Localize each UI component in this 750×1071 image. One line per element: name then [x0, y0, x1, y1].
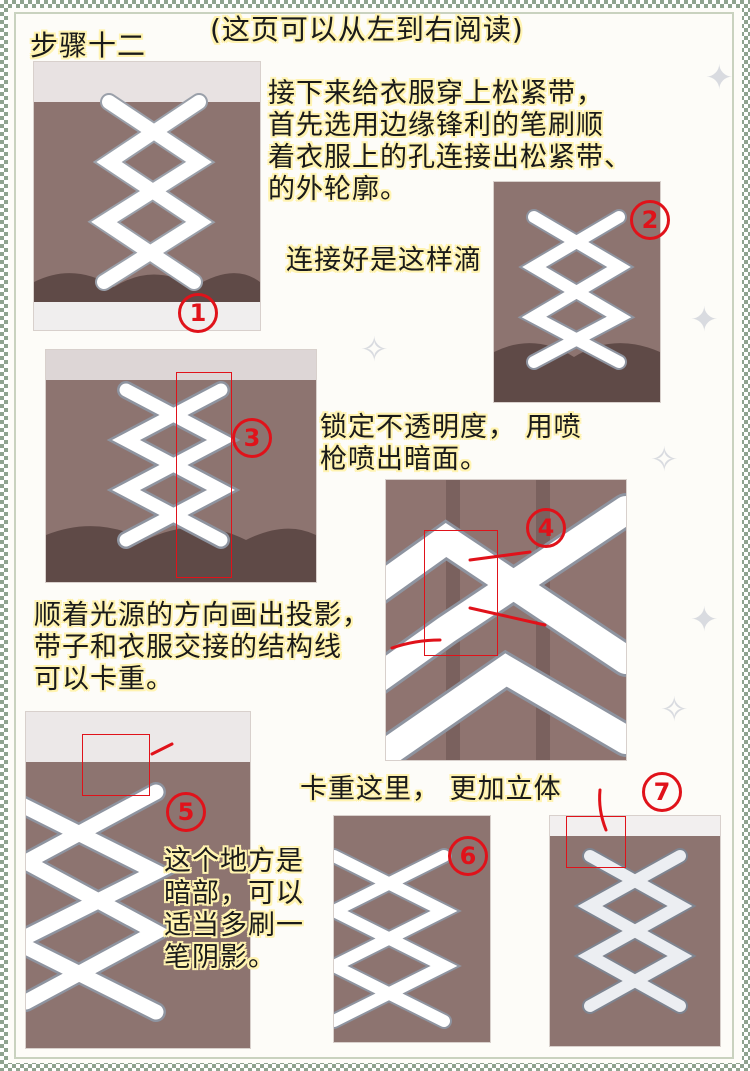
- step-number-2: 2: [630, 200, 670, 240]
- panel-step-1: [34, 62, 260, 330]
- panel-step-7: [550, 816, 720, 1046]
- note-intro: 接下来给衣服穿上松紧带， 首先选用边缘锋利的笔刷顺 着衣服上的孔连接出松紧带、 …: [268, 78, 632, 205]
- highlight-box-7: [566, 816, 626, 868]
- reading-hint: (这页可以从左到右阅读): [210, 13, 524, 46]
- note-shadow: 顺着光源的方向画出投影， 带子和衣服交接的结构线 可以卡重。: [34, 600, 370, 695]
- note-lock-opacity: 锁定不透明度， 用喷 枪喷出暗面。: [320, 412, 582, 475]
- note-connected: 连接好是这样滴: [286, 245, 482, 276]
- panel-step-3: [46, 350, 316, 582]
- lace-illustration-3: [46, 350, 316, 582]
- step-number-6: 6: [448, 836, 488, 876]
- sparkle-icon: ✦: [705, 58, 734, 98]
- lace-illustration-7: [550, 816, 720, 1046]
- sparkle-icon: ✧: [650, 440, 679, 480]
- lace-illustration-4: [386, 480, 626, 760]
- note-dark-area: 这个地方是 暗部，可以 适当多刷一 笔阴影。: [164, 846, 304, 973]
- sparkle-icon: ✧: [280, 630, 309, 670]
- sparkle-icon: ✧: [360, 330, 389, 370]
- inner-border: [14, 12, 734, 1059]
- note-emphasize: 卡重这里， 更加立体: [300, 774, 562, 805]
- lace-illustration-5: [26, 712, 250, 1048]
- sparkle-icon: ✧: [660, 690, 689, 730]
- step-title: 步骤十二: [30, 29, 147, 62]
- step-number-5: 5: [166, 792, 206, 832]
- step-number-1: 1: [178, 293, 218, 333]
- step-number-7: 7: [642, 772, 682, 812]
- panel-step-5: [26, 712, 250, 1048]
- lace-illustration-1: [34, 62, 260, 330]
- sparkle-icon: ✦: [690, 300, 719, 340]
- highlight-box-4: [424, 530, 498, 656]
- step-number-3: 3: [232, 418, 272, 458]
- highlight-box-3: [176, 372, 232, 578]
- panel-step-4: [386, 480, 626, 760]
- sparkle-icon: ✦: [690, 600, 719, 640]
- step-number-4: 4: [526, 508, 566, 548]
- highlight-box-5: [82, 734, 150, 796]
- lace-illustration-6: [334, 816, 490, 1042]
